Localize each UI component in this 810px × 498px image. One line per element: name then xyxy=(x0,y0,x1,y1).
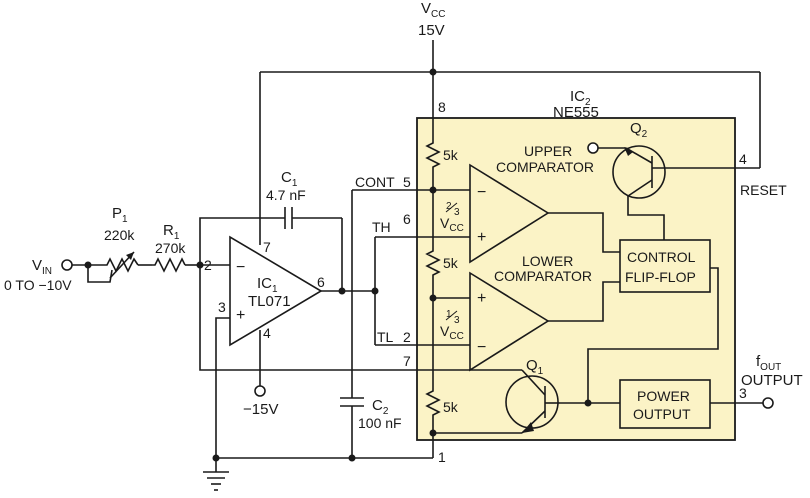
lower-comp-output-wire xyxy=(548,281,620,322)
q1-collector xyxy=(521,369,546,396)
reset-label: RESET xyxy=(740,182,787,198)
flipflop-output-wire xyxy=(587,267,719,403)
q2-to-flipflop-wire xyxy=(627,196,665,240)
ic1-minus-sign: − xyxy=(236,259,245,276)
control-label-2: FLIP-FLOP xyxy=(625,269,696,285)
upper-comp-terminal xyxy=(587,142,599,154)
neg-supply-label: −15V xyxy=(243,401,278,418)
vcc-value: 15V xyxy=(418,22,445,39)
neg-supply-terminal xyxy=(254,385,266,397)
ic1-plus-sign: + xyxy=(236,307,245,324)
q2-label: Q2 xyxy=(630,120,648,140)
ref-lower-slash xyxy=(445,310,458,321)
upper-comp-output-wire xyxy=(548,212,620,253)
c1-label: C1 xyxy=(281,169,298,189)
ref-upper-den: 3 xyxy=(454,207,460,218)
upper-comparator xyxy=(469,163,550,264)
ic1-part: TL071 xyxy=(248,293,291,310)
pin-8-label: 8 xyxy=(438,99,446,115)
ic1-pin4-label: 4 xyxy=(263,325,271,341)
output-label: OUTPUT xyxy=(741,372,803,389)
pin-3-label: 3 xyxy=(739,385,747,401)
pin-6-label: 6 xyxy=(403,211,411,227)
q1-emitter-arrow xyxy=(522,422,534,433)
cont-label: CONT xyxy=(355,174,395,190)
ic2-label: IC2 xyxy=(570,88,591,108)
pin-2-label: 2 xyxy=(403,329,411,345)
resistor-bot xyxy=(425,388,441,433)
r1-label: R1 xyxy=(163,222,180,242)
p1-arrow-head xyxy=(126,252,134,260)
p1-label: P1 xyxy=(112,205,128,225)
junction-dot xyxy=(584,399,592,407)
ref-lower-num: 1 xyxy=(446,309,452,320)
noninverting-ground-wire xyxy=(215,317,230,458)
q1-label: Q1 xyxy=(526,357,544,377)
upper-comp-label-2: COMPARATOR xyxy=(496,159,594,175)
r1-value: 270k xyxy=(155,240,186,256)
ic2-part: NE555 xyxy=(553,104,599,121)
output-terminal[interactable] xyxy=(762,397,774,409)
q2-collector xyxy=(627,179,653,197)
ground-icon xyxy=(203,471,229,491)
c2-value: 100 nF xyxy=(358,415,402,431)
ic1-pin7-label: 7 xyxy=(263,239,271,255)
tl-label: TL xyxy=(377,329,394,345)
resistor-top xyxy=(425,140,441,190)
vin-label: VIN xyxy=(32,257,52,277)
upper-plus-sign: + xyxy=(477,229,486,246)
power-output-block xyxy=(619,379,711,429)
lower-minus-sign: − xyxy=(477,339,486,356)
ic1-pin3-label: 3 xyxy=(218,299,226,315)
control-flip-flop xyxy=(619,239,711,293)
th-label: TH xyxy=(372,219,391,235)
vin-range: 0 TO −10V xyxy=(4,277,72,293)
resistor-mid xyxy=(425,248,441,298)
vin-terminal[interactable] xyxy=(61,259,73,271)
power-label-1: POWER xyxy=(637,388,690,404)
fout-label: fOUT xyxy=(756,353,781,373)
c1-value: 4.7 nF xyxy=(266,187,306,203)
ref-upper-vcc: VCC xyxy=(440,215,464,234)
ref-lower-vcc: VCC xyxy=(440,323,464,342)
upper-minus-sign: − xyxy=(477,184,486,201)
control-label-1: CONTROL xyxy=(627,249,696,265)
pin-4-label: 4 xyxy=(739,151,747,167)
resistor-mid-label: 5k xyxy=(443,255,459,271)
upper-comp-label-1: UPPER xyxy=(524,143,572,159)
ic1-label: IC1 xyxy=(257,275,278,295)
vcc-label: VCC xyxy=(421,0,445,20)
junction-dot xyxy=(429,68,437,76)
lower-plus-sign: + xyxy=(477,290,486,307)
q2-emitter xyxy=(625,147,653,164)
junction-dot xyxy=(84,261,92,269)
lower-comp-label-2: COMPARATOR xyxy=(494,268,592,284)
junction-dot xyxy=(338,287,346,295)
resistor-r1 xyxy=(152,257,186,273)
ic1-opamp xyxy=(229,235,323,347)
pin-1-label: 1 xyxy=(438,449,446,465)
c2-label: C2 xyxy=(372,397,389,417)
ic1-pin6-label: 6 xyxy=(317,274,325,290)
power-label-2: OUTPUT xyxy=(633,406,691,422)
q1-transistor xyxy=(505,375,559,429)
ref-lower-den: 3 xyxy=(454,315,460,326)
q2-emitter-arrow xyxy=(624,147,633,156)
resistor-top-label: 5k xyxy=(443,147,459,163)
pin-7-label: 7 xyxy=(403,353,411,369)
discharge-wire xyxy=(199,217,522,371)
lower-comp-label-1: LOWER xyxy=(522,253,573,269)
junction-dot xyxy=(371,287,379,295)
pin-5-label: 5 xyxy=(403,174,411,190)
lower-comparator xyxy=(469,271,550,372)
p1-wiper-wire xyxy=(87,265,113,283)
ref-upper-num: 2 xyxy=(446,201,452,212)
ref-upper-slash xyxy=(445,202,458,213)
resistor-bot-label: 5k xyxy=(443,399,459,415)
q2-transistor xyxy=(612,145,666,199)
potentiometer-p1 xyxy=(104,257,139,273)
p1-value: 220k xyxy=(104,227,135,243)
